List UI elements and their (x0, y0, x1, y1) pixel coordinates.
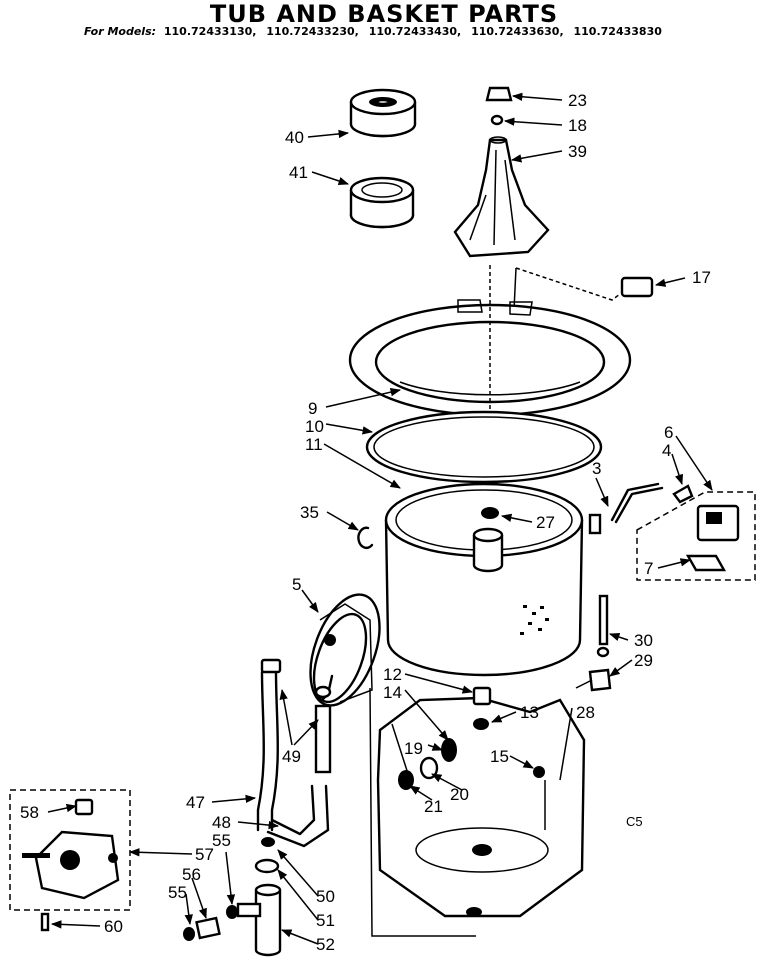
part-label-23: 23 (568, 91, 587, 110)
part-label-6: 6 (664, 423, 673, 442)
part-label-10: 10 (305, 417, 324, 436)
model-number: 110.72433630, (471, 25, 564, 38)
part-label-50: 50 (316, 887, 335, 906)
part-label-48: 48 (212, 813, 231, 832)
sensor-rod-part (575, 594, 612, 692)
hose-part (588, 482, 664, 535)
coupling-parts (183, 837, 282, 957)
part-label-5: 5 (292, 575, 301, 594)
part-label-56: 56 (182, 865, 201, 884)
part-label-9: 9 (308, 399, 317, 418)
part-label-55-lower: 55 (168, 883, 187, 902)
model-number: 110.72433230, (266, 25, 359, 38)
model-number: 110.72433430, (368, 25, 462, 38)
part-label-13: 13 (520, 703, 539, 722)
tub-ring-part (348, 265, 632, 445)
part-label-17: 17 (692, 268, 711, 287)
pump-assembly-box (9, 789, 131, 932)
seal-ring-part (349, 176, 415, 229)
gasket-part (365, 410, 603, 484)
part-label-47: 47 (186, 793, 205, 812)
part-label-11: 11 (305, 435, 323, 454)
part-label-4: 4 (662, 441, 671, 460)
part-label-27: 27 (536, 513, 555, 532)
hose-49-part (314, 685, 332, 774)
part-label-15: 15 (490, 747, 509, 766)
part-number-labels: 23 18 39 40 41 17 9 10 11 35 27 3 6 4 7 … (20, 91, 711, 954)
models-lead: For Models: (84, 25, 157, 38)
part-label-41: 41 (289, 163, 308, 182)
part-label-29: 29 (634, 651, 653, 670)
part-label-7: 7 (644, 559, 653, 578)
model-number: 110.72433130, (163, 25, 257, 38)
part-label-51: 51 (316, 911, 335, 930)
part-label-12: 12 (383, 665, 402, 684)
leader-arrows (47, 92, 713, 945)
part-label-60: 60 (104, 917, 123, 936)
part-label-49: 49 (282, 747, 301, 766)
agitator-part (453, 136, 550, 258)
model-number: 110.72433830 (573, 25, 662, 38)
switch-box (636, 484, 756, 581)
part-label-35: 35 (300, 503, 319, 522)
small-clip-part (357, 526, 374, 549)
model-list: For Models: 110.72433130, 110.72433230, … (84, 25, 668, 38)
hose-48-part (266, 784, 330, 848)
diagram-title: TUB AND BASKET PARTS (209, 0, 559, 28)
part-label-58: 58 (20, 803, 39, 822)
part-label-52: 52 (316, 935, 335, 954)
part-label-14: 14 (383, 683, 402, 702)
part-label-39: 39 (568, 142, 587, 161)
corner-code: C5 (626, 814, 643, 829)
part-label-19: 19 (404, 739, 423, 758)
part-label-40: 40 (285, 128, 304, 147)
basket-part (384, 482, 584, 677)
part-label-3: 3 (592, 459, 601, 478)
hose-47-part (256, 658, 282, 832)
base-frame-part (369, 686, 586, 937)
part-label-57: 57 (195, 845, 214, 864)
clip-part (513, 267, 654, 311)
pump-part (309, 593, 381, 707)
part-label-28: 28 (576, 703, 595, 722)
part-label-30: 30 (634, 631, 653, 650)
snubber-part (349, 88, 417, 138)
part-label-21: 21 (424, 797, 443, 816)
part-label-55-upper: 55 (212, 831, 231, 850)
part-label-20: 20 (450, 785, 469, 804)
cap-part (485, 86, 513, 126)
part-label-18: 18 (568, 116, 587, 135)
